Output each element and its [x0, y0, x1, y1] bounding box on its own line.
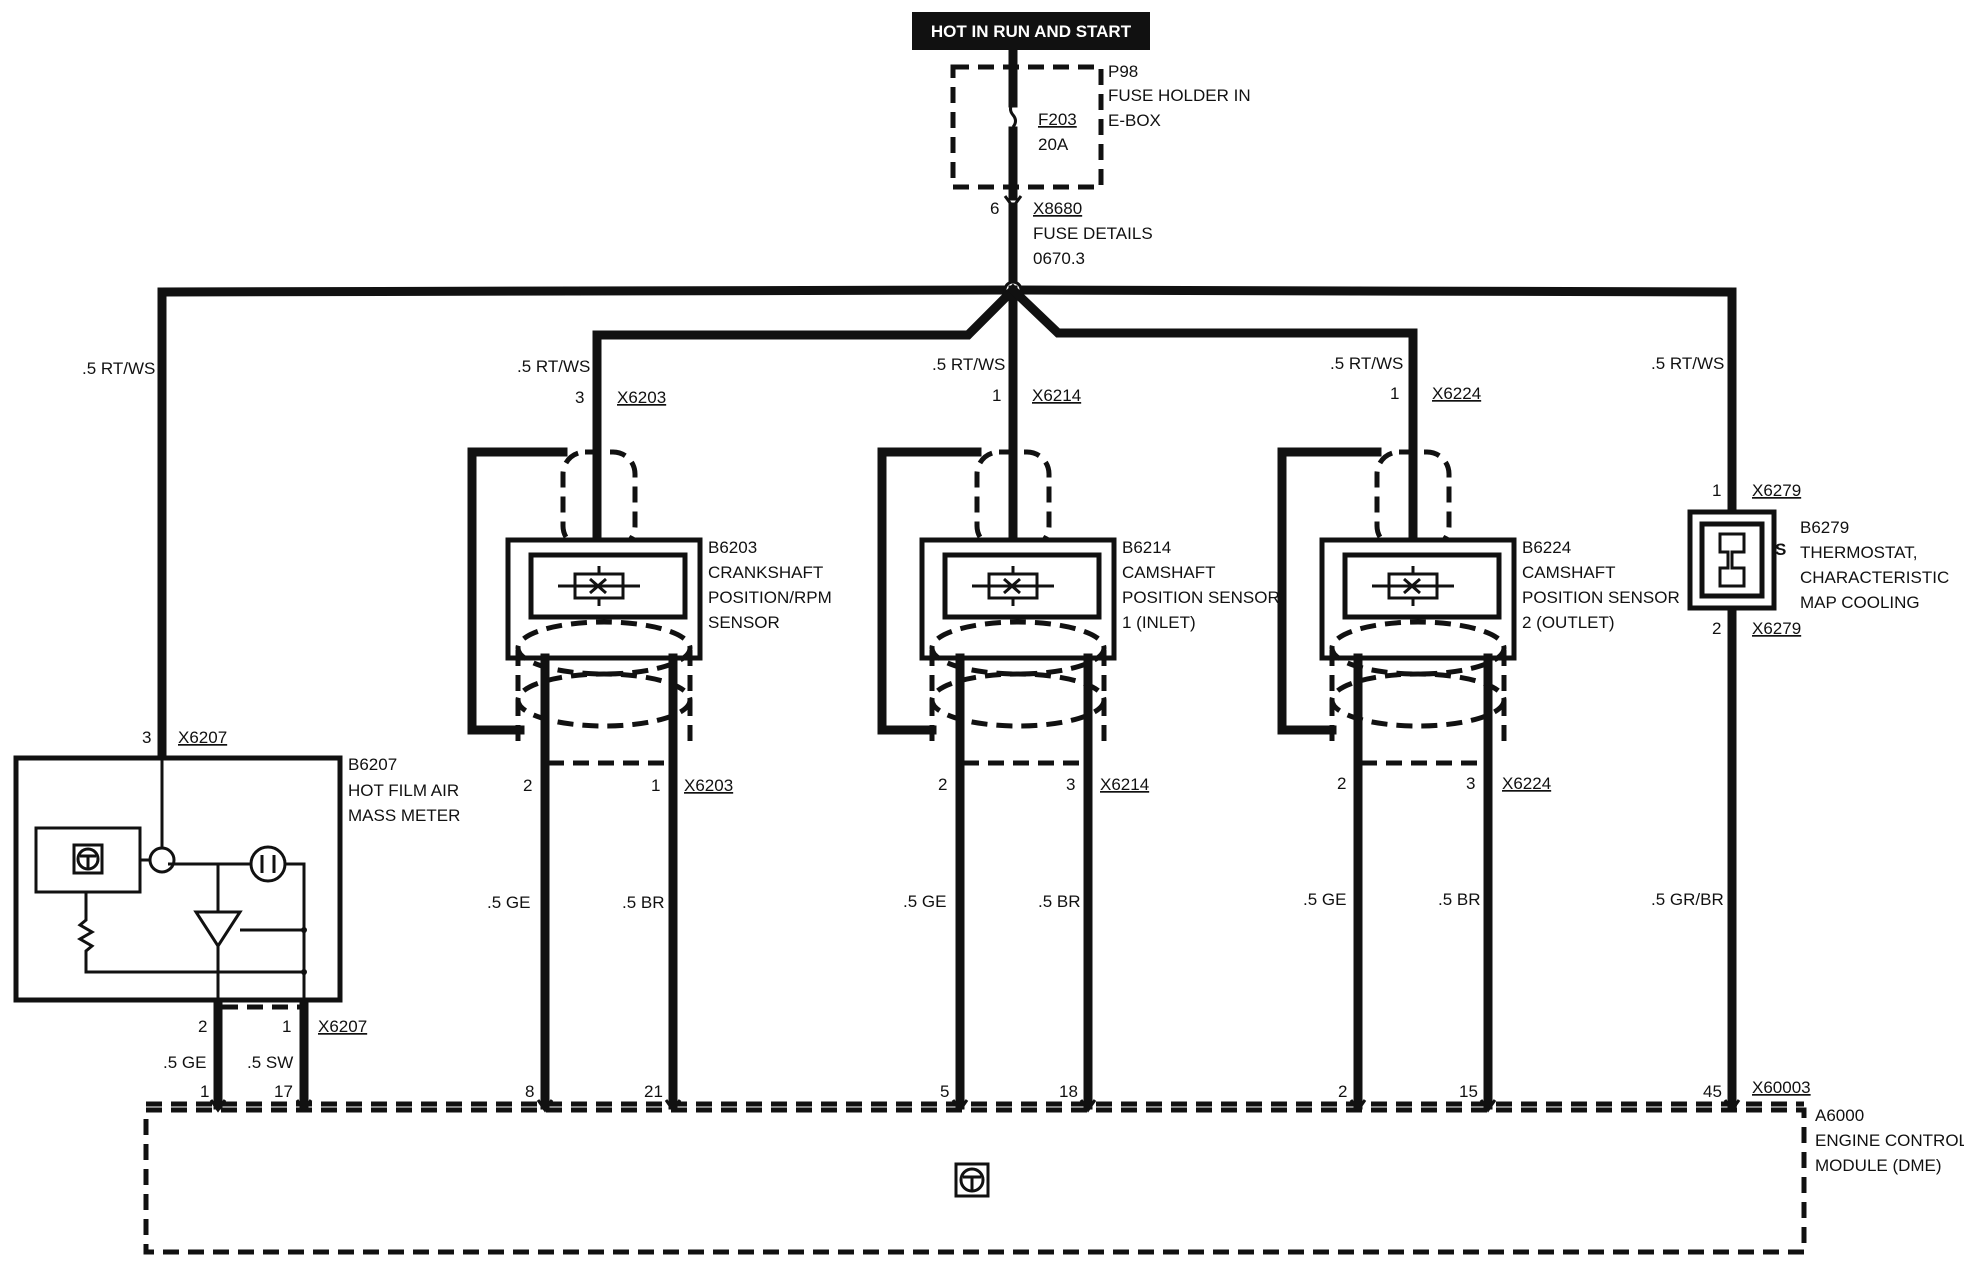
resistor-icon [77, 892, 304, 974]
connector-id: X6214 [1032, 386, 1081, 405]
pin-label: 2 [523, 776, 532, 795]
pin-label: 2 [1712, 619, 1721, 638]
pin-label: 3 [1066, 775, 1075, 794]
connector-id: X6224 [1432, 384, 1481, 403]
camshaft-inlet-sensor: 1 X6214 B6214 CAMSHAFT POSITION SENSOR 1… [877, 386, 1280, 1110]
fuse-details: FUSE DETAILS [1033, 224, 1153, 243]
pin-label: 1 [992, 386, 1001, 405]
component-id: A6000 [1815, 1106, 1864, 1125]
supply-banner-label: HOT IN RUN AND START [931, 22, 1132, 41]
wire-label-rt-ws: .5 RT/WS [517, 357, 590, 376]
component-desc: MAP COOLING [1800, 593, 1920, 612]
component-id: B6203 [708, 538, 757, 557]
connector-id: X6203 [684, 776, 733, 795]
fuse-icon [1009, 102, 1017, 128]
steering-wheel-icon [954, 1162, 990, 1198]
connector-id: X8680 [1033, 199, 1082, 218]
fuse-holder-desc: FUSE HOLDER IN [1108, 86, 1251, 105]
wire-label-rt-ws: .5 RT/WS [932, 355, 1005, 374]
air-mass-meter: 3 X6207 B6207 HOT FILM AIR MASS METER [13, 728, 460, 1110]
component-desc: MASS METER [348, 806, 460, 825]
ecm-pin-label: 5 [940, 1082, 949, 1101]
fuse-holder: P98 FUSE HOLDER IN E-BOX F203 20A 6 X868… [950, 45, 1251, 268]
engine-control-module: A6000 ENGINE CONTROL MODULE (DME) X60003… [143, 1078, 1964, 1255]
wire-label: .5 GE [1303, 890, 1346, 909]
component-desc: POSITION SENSOR [1122, 588, 1280, 607]
ecm-pin-label: 2 [1338, 1082, 1347, 1101]
pin-label: 2 [1337, 774, 1346, 793]
fuse-holder-desc: E-BOX [1108, 111, 1161, 130]
thermostat: 1 X6279 S B6279 THERMOSTAT, CHARACTERIST… [1651, 481, 1949, 909]
component-desc: HOT FILM AIR [348, 781, 459, 800]
ecm-pin-label: 8 [525, 1082, 534, 1101]
connector-id: X6214 [1100, 775, 1149, 794]
ecm-pin-label: 18 [1059, 1082, 1078, 1101]
pin-label: 3 [142, 728, 151, 747]
component-id: B6214 [1122, 538, 1171, 557]
connector-pin: 6 [990, 199, 999, 218]
component-desc: 2 (OUTLET) [1522, 613, 1615, 632]
ecm-pin-label: 1 [200, 1082, 209, 1101]
ecm-pin-label: 21 [644, 1082, 663, 1101]
ecm-pin-label: 45 [1703, 1082, 1722, 1101]
component-desc: SENSOR [708, 613, 780, 632]
ecm-pin-label: 17 [274, 1082, 293, 1101]
component-id: B6207 [348, 755, 397, 774]
component-desc: THERMOSTAT, [1800, 543, 1917, 562]
wire-label: .5 BR [622, 893, 665, 912]
fuse-holder-id: P98 [1108, 62, 1138, 81]
pin-label: 3 [1466, 774, 1475, 793]
fuse-rating: 20A [1038, 135, 1069, 154]
wire-label: .5 BR [1038, 892, 1081, 911]
wire-label: .5 GE [903, 892, 946, 911]
component-desc: MODULE (DME) [1815, 1156, 1942, 1175]
component-desc: POSITION/RPM [708, 588, 832, 607]
camshaft-outlet-sensor: 1 X6224 B6224 CAMSHAFT POSITION SENSOR 2… [1277, 384, 1680, 1110]
wire-label-rt-ws: .5 RT/WS [82, 359, 155, 378]
component-desc: 1 (INLET) [1122, 613, 1196, 632]
connector-id: X6207 [318, 1017, 367, 1036]
connector-id: X6203 [617, 388, 666, 407]
hall-sensor-icon [972, 566, 1054, 606]
hall-sensor-icon [558, 566, 640, 606]
pin-label: 1 [1712, 481, 1721, 500]
supply-banner: HOT IN RUN AND START [912, 12, 1150, 50]
pin-label: 2 [938, 775, 947, 794]
component-id: B6224 [1522, 538, 1571, 557]
connector-id: X6224 [1502, 774, 1551, 793]
component-desc: CAMSHAFT [1122, 563, 1216, 582]
pin-label: 1 [1390, 384, 1399, 403]
crankshaft-sensor: 3 X6203 B6203 CRANKSHAFT POSITION/RPM SE… [467, 388, 832, 1110]
pin-label: 3 [575, 388, 584, 407]
hall-sensor-icon [1372, 566, 1454, 606]
wire-label: .5 BR [1438, 890, 1481, 909]
component-desc: CRANKSHAFT [708, 563, 823, 582]
wire-label: .5 GR/BR [1651, 890, 1724, 909]
connector-id: X6279 [1752, 481, 1801, 500]
connector-id: X6207 [178, 728, 227, 747]
steering-wheel-icon [72, 843, 104, 875]
connector-id: X60003 [1752, 1078, 1811, 1097]
component-desc: CAMSHAFT [1522, 563, 1616, 582]
component-desc: POSITION SENSOR [1522, 588, 1680, 607]
fuse-id: F203 [1038, 110, 1077, 129]
pin-label: 1 [651, 776, 660, 795]
thermostat-symbol: S [1775, 540, 1786, 559]
wire-label: .5 GE [487, 893, 530, 912]
component-desc: ENGINE CONTROL [1815, 1131, 1964, 1150]
pin-label: 2 [198, 1017, 207, 1036]
component-id: B6279 [1800, 518, 1849, 537]
wire-label-rt-ws: .5 RT/WS [1651, 354, 1724, 373]
wire-label: .5 SW [247, 1053, 293, 1072]
pin-label: 1 [282, 1017, 291, 1036]
component-desc: CHARACTERISTIC [1800, 568, 1949, 587]
connector-id: X6279 [1752, 619, 1801, 638]
wire-label-rt-ws: .5 RT/WS [1330, 354, 1403, 373]
ecm-pin-label: 15 [1459, 1082, 1478, 1101]
wire-label: .5 GE [163, 1053, 206, 1072]
fuse-details-ref: 0670.3 [1033, 249, 1085, 268]
thermostat-icon [1718, 532, 1746, 588]
